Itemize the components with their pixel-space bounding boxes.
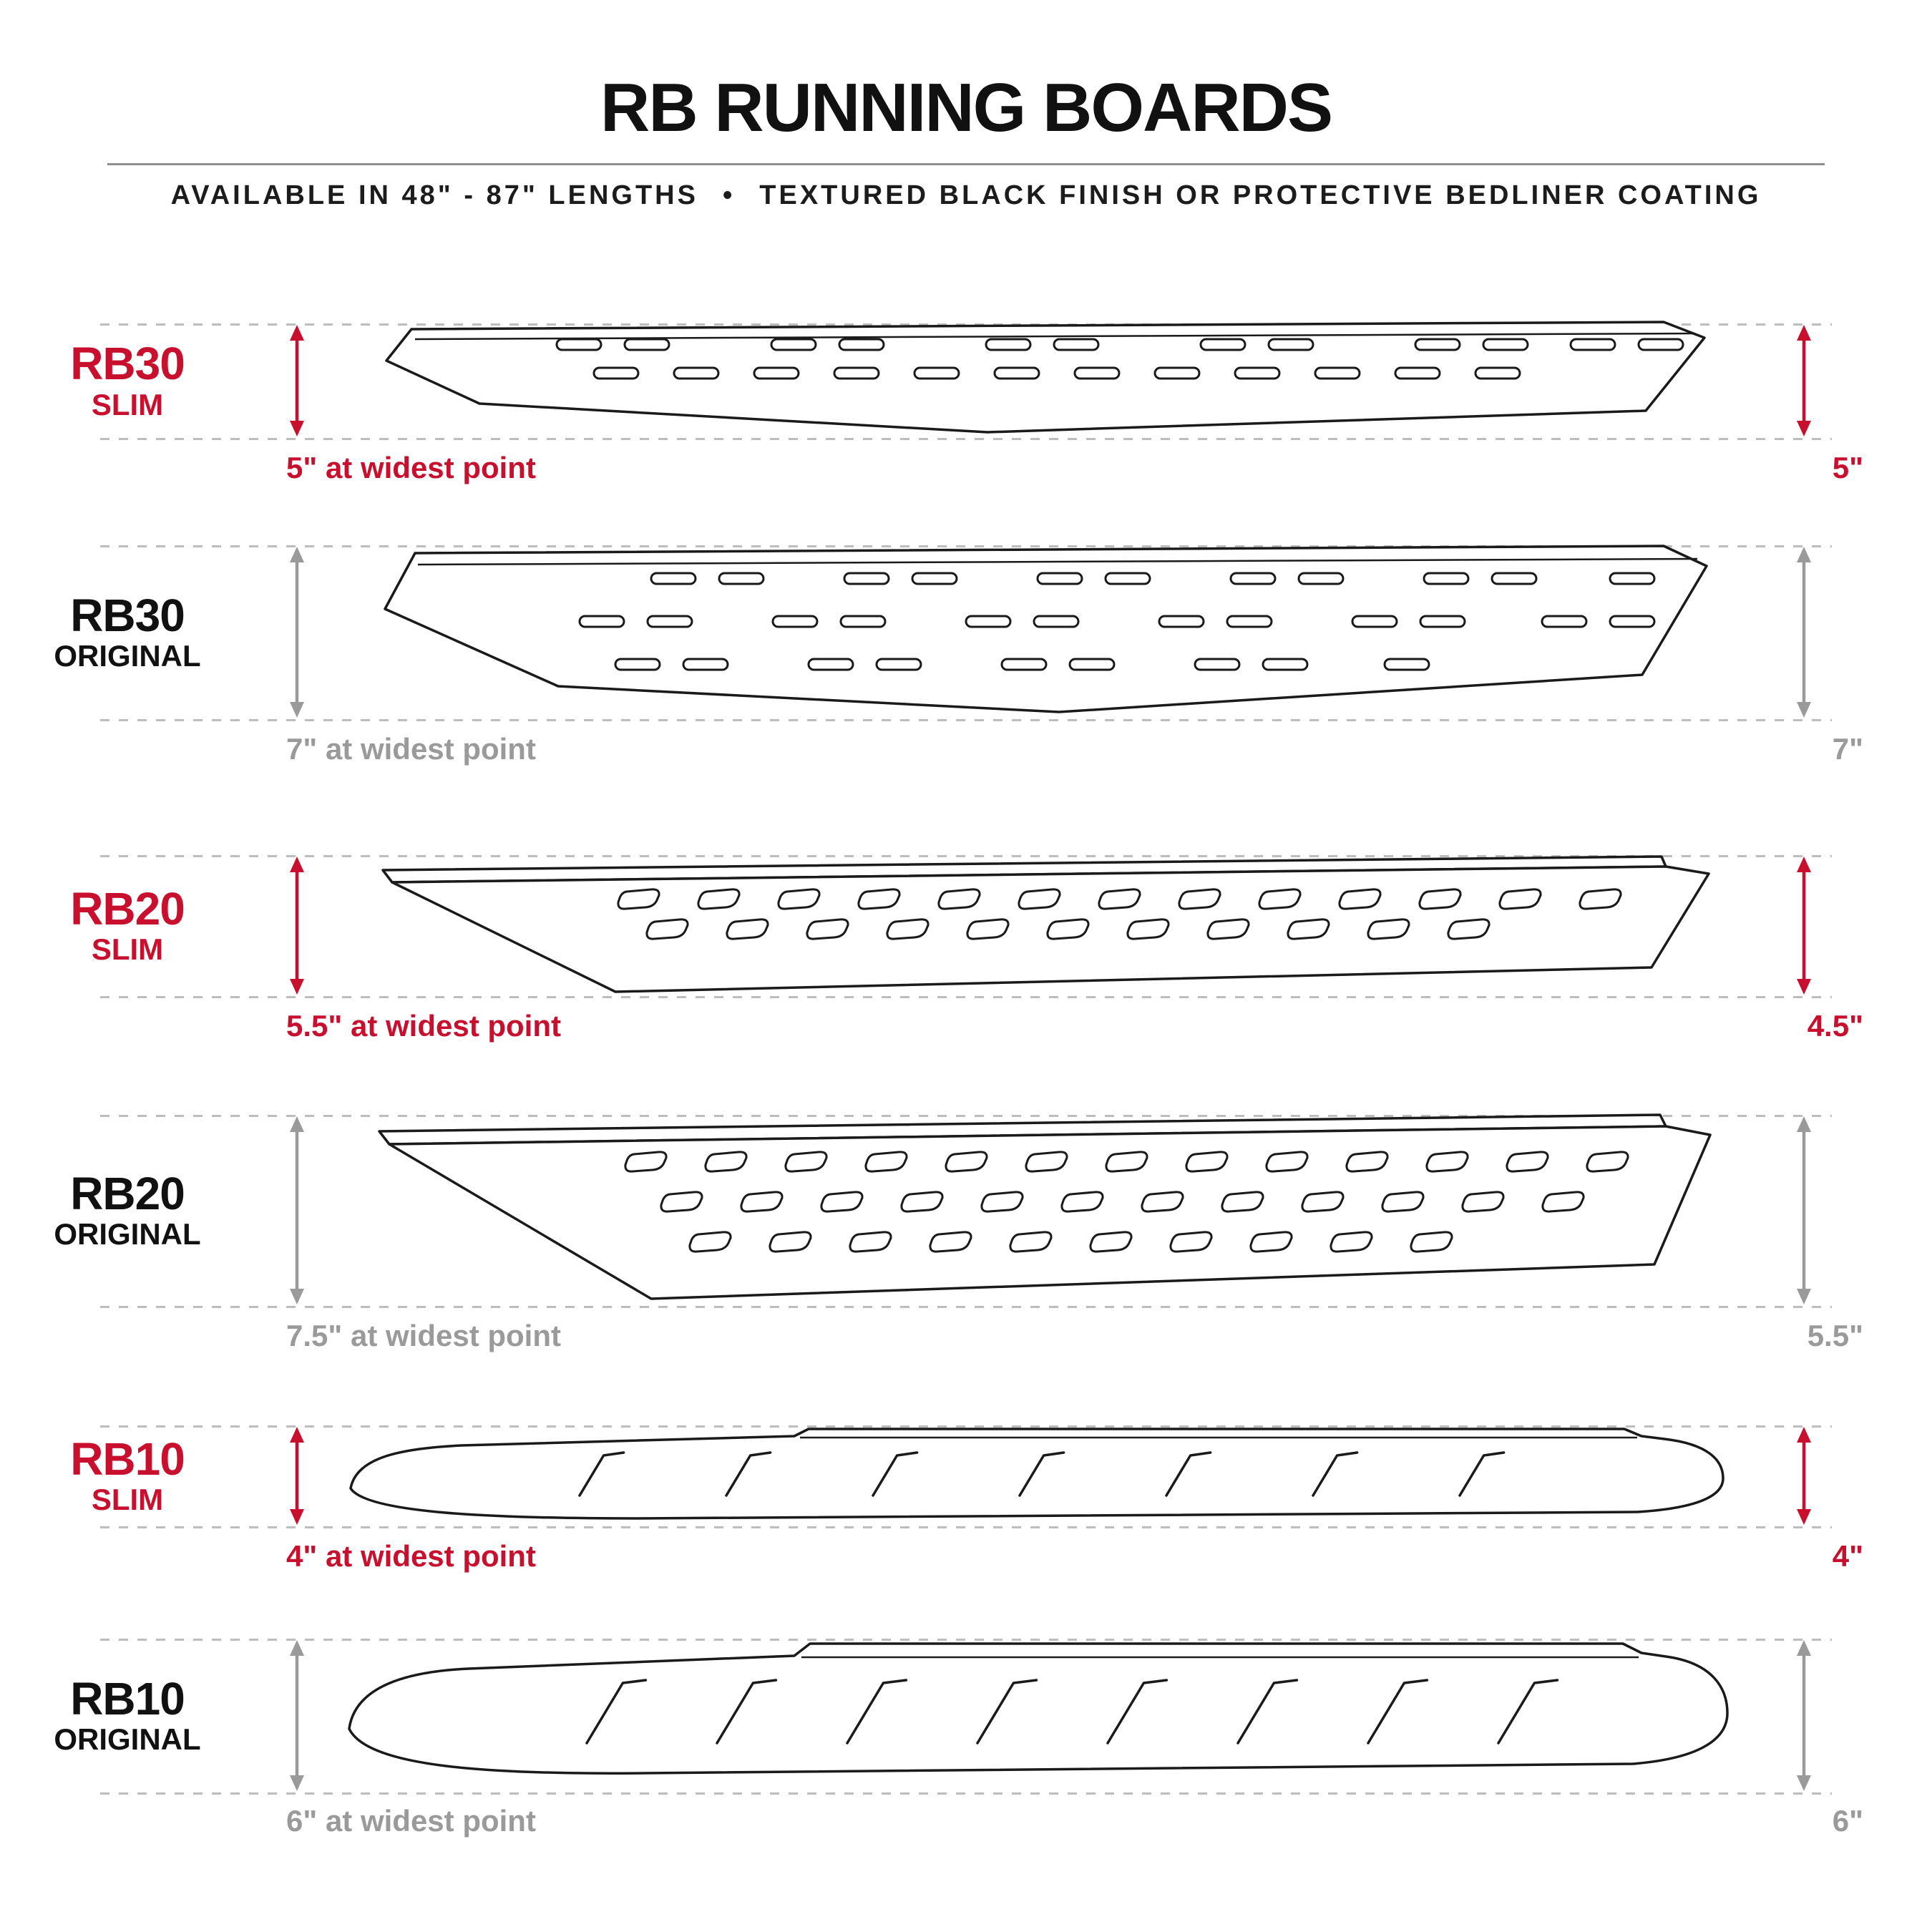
model-name: RB30	[70, 338, 185, 390]
bullet-separator: •	[722, 180, 736, 210]
height-arrow-right-icon	[1792, 1425, 1816, 1526]
title-divider	[107, 163, 1825, 165]
height-arrow-right-icon	[1792, 545, 1816, 719]
rb30-slim-drawing	[385, 321, 1706, 434]
subtitle-lengths: AVAILABLE IN 48" - 87" LENGTHS	[170, 180, 698, 210]
width-note: 7.5" at widest point	[286, 1319, 561, 1352]
dashed-guide-bottom	[100, 719, 1832, 721]
width-note: 4" at widest point	[286, 1539, 536, 1573]
model-name: RB10	[70, 1672, 185, 1724]
board-label: RB10 ORIGINAL	[42, 1639, 213, 1792]
rb20-slim-drawing	[381, 855, 1710, 993]
model-variant: SLIM	[91, 387, 164, 421]
dashed-guide-top	[100, 545, 1832, 547]
dashed-guide-bottom	[100, 438, 1832, 440]
width-note: 5.5" at widest point	[286, 1009, 561, 1043]
model-variant: ORIGINAL	[54, 1722, 201, 1756]
rb10-slim-drawing	[349, 1428, 1724, 1520]
height-arrow-right-icon	[1792, 323, 1816, 438]
dashed-guide-bottom	[100, 1792, 1832, 1795]
model-variant: SLIM	[91, 932, 164, 966]
dashed-guide-top	[100, 1115, 1832, 1117]
model-variant: SLIM	[91, 1483, 164, 1516]
height-arrow-left-icon	[285, 323, 309, 438]
width-note: 6" at widest point	[286, 1804, 536, 1838]
board-label: RB30 SLIM	[42, 323, 213, 438]
dashed-guide-bottom	[100, 996, 1832, 998]
height-dim: 5"	[1832, 451, 1863, 484]
rb30-original-drawing	[384, 545, 1708, 713]
height-arrow-right-icon	[1792, 1639, 1816, 1792]
model-name: RB10	[70, 1433, 185, 1485]
rb20-original-drawing	[378, 1113, 1712, 1300]
dashed-guide-top	[100, 323, 1832, 326]
subtitle-finish: TEXTURED BLACK FINISH OR PROTECTIVE BEDL…	[759, 180, 1762, 210]
board-label: RB20 SLIM	[42, 855, 213, 996]
height-dim: 7"	[1832, 732, 1863, 766]
width-note: 5" at widest point	[286, 451, 536, 484]
dashed-guide-top	[100, 855, 1832, 857]
height-arrow-left-icon	[285, 1639, 309, 1792]
dashed-guide-bottom	[100, 1526, 1832, 1528]
width-note: 7" at widest point	[286, 732, 536, 766]
rb10-original-drawing	[348, 1642, 1729, 1775]
board-label: RB10 SLIM	[42, 1425, 213, 1526]
board-label: RB30 ORIGINAL	[42, 545, 213, 719]
dashed-guide-bottom	[100, 1306, 1832, 1308]
model-name: RB20	[70, 1167, 185, 1219]
height-dim: 5.5"	[1807, 1319, 1863, 1352]
dashed-guide-top	[100, 1425, 1832, 1428]
height-arrow-left-icon	[285, 1425, 309, 1526]
model-name: RB30	[70, 589, 185, 641]
subtitle: AVAILABLE IN 48" - 87" LENGTHS • TEXTURE…	[0, 180, 1932, 211]
height-dim: 6"	[1832, 1804, 1863, 1838]
height-dim: 4.5"	[1807, 1009, 1863, 1043]
height-arrow-left-icon	[285, 855, 309, 996]
dashed-guide-top	[100, 1639, 1832, 1641]
model-variant: ORIGINAL	[54, 639, 201, 673]
page-title: RB RUNNING BOARDS	[600, 69, 1333, 146]
height-arrow-right-icon	[1792, 1115, 1816, 1306]
model-variant: ORIGINAL	[54, 1217, 201, 1251]
height-arrow-right-icon	[1792, 855, 1816, 996]
height-arrow-left-icon	[285, 1115, 309, 1306]
height-arrow-left-icon	[285, 545, 309, 719]
height-dim: 4"	[1832, 1539, 1863, 1573]
model-name: RB20	[70, 882, 185, 935]
board-label: RB20 ORIGINAL	[42, 1115, 213, 1306]
